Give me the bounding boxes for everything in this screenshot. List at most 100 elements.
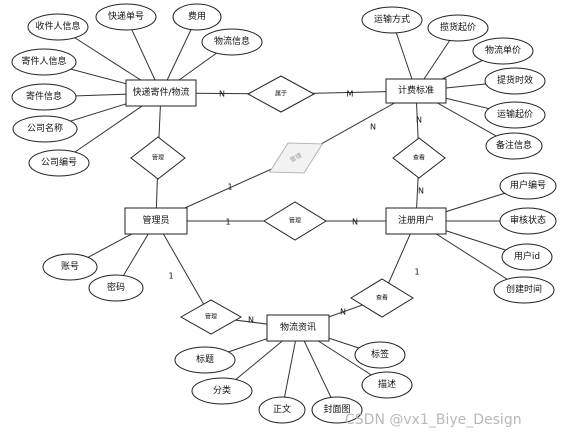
entity-box: 注册用户 <box>385 207 447 235</box>
relationship-shape <box>130 136 186 180</box>
cardinality-label: 1 <box>168 272 173 281</box>
entity-box: 物流资讯 <box>266 314 330 342</box>
attribute-ellipse: 公司名称 <box>12 115 78 143</box>
attribute-ellipse: 密码 <box>88 274 144 302</box>
attribute-ellipse: 公司编号 <box>28 149 90 177</box>
attribute-shape <box>11 83 77 111</box>
cardinality-label: N <box>352 218 358 227</box>
cardinality-label: M <box>347 90 354 99</box>
relationship-shape <box>350 278 414 318</box>
attribute-ellipse: 审核状态 <box>499 207 557 235</box>
attribute-ellipse: 物流信息 <box>201 28 263 56</box>
entity-shape <box>124 207 188 235</box>
attribute-label: 快递单号 <box>108 10 144 22</box>
attribute-ellipse: 寄件信息 <box>11 83 77 111</box>
relationship-shape <box>268 142 324 174</box>
cardinality-label: N <box>219 90 225 99</box>
cardinality-label: N <box>340 308 346 317</box>
attribute-label: 揽货起价 <box>440 21 476 33</box>
attribute-shape <box>484 101 546 129</box>
relationship-label: 管理 <box>152 154 164 162</box>
attribute-shape <box>485 132 543 160</box>
attribute-label: 费用 <box>188 10 206 22</box>
attribute-shape <box>361 371 413 399</box>
attribute-ellipse: 正文 <box>258 396 306 424</box>
entity-shape <box>266 314 330 342</box>
attribute-label: 用户id <box>514 250 540 262</box>
entity-shape <box>385 207 447 235</box>
attribute-ellipse: 标题 <box>174 346 236 374</box>
attribute-label: 运输起价 <box>497 108 533 120</box>
cardinality-label: N <box>370 123 376 132</box>
relationship-diamond: 管理 <box>263 201 327 241</box>
attribute-label: 收件人信息 <box>35 20 80 32</box>
attribute-ellipse: 收件人信息 <box>27 13 89 41</box>
cardinality-label: 1 <box>414 268 419 277</box>
relationship-diamond: 查看 <box>392 137 446 179</box>
attribute-shape <box>11 48 77 76</box>
relationship-label: 查看 <box>413 154 425 162</box>
attribute-shape <box>172 3 222 31</box>
attribute-ellipse: 封面图 <box>311 396 363 424</box>
entity-label: 快递寄件/物流 <box>132 86 189 98</box>
attribute-shape <box>28 149 90 177</box>
watermark: CSDN @vx1_Biye_Design <box>345 412 522 428</box>
attribute-ellipse: 揽货起价 <box>427 14 489 42</box>
cardinality-label: N <box>418 187 424 196</box>
relationship-shape <box>246 75 316 113</box>
relationship-shape <box>263 201 327 241</box>
attribute-label: 物流单价 <box>485 44 521 56</box>
relationship-shape <box>392 137 446 179</box>
entity-box: 管理员 <box>124 207 188 235</box>
attribute-label: 正文 <box>273 403 291 415</box>
entity-label: 管理员 <box>142 214 169 226</box>
attribute-ellipse: 标签 <box>354 341 406 369</box>
entity-box: 快递寄件/物流 <box>125 79 197 107</box>
attribute-shape <box>501 243 553 271</box>
attribute-connector <box>297 327 338 411</box>
relationship-diamond: 管理 <box>179 299 243 335</box>
attribute-shape <box>472 37 534 65</box>
cardinality-label: N <box>248 316 254 325</box>
attribute-ellipse: 账号 <box>42 253 98 281</box>
attribute-label: 分类 <box>213 384 231 396</box>
attribute-label: 封面图 <box>323 403 350 415</box>
relationship-diamond: 查看 <box>350 278 414 318</box>
attribute-label: 标题 <box>196 353 214 365</box>
relationship-connector <box>155 220 212 318</box>
attribute-ellipse: 运输起价 <box>484 101 546 129</box>
attribute-ellipse: 运输方式 <box>361 6 423 34</box>
relationship-label: 查看 <box>376 294 388 302</box>
cardinality-label: 1 <box>227 183 232 192</box>
attribute-shape <box>88 274 144 302</box>
attribute-connector <box>281 327 299 411</box>
attribute-shape <box>427 14 489 42</box>
attribute-ellipse: 描述 <box>361 371 413 399</box>
attributes-layer: 收件人信息快递单号费用物流信息寄件人信息寄件信息公司名称公司编号运输方式揽货起价… <box>11 3 557 424</box>
relationship-diamond: 属于 <box>246 75 316 113</box>
entity-shape <box>125 79 197 107</box>
attribute-ellipse: 用户id <box>501 243 553 271</box>
attribute-label: 审核状态 <box>510 214 546 226</box>
attribute-label: 账号 <box>61 261 79 272</box>
attribute-ellipse: 提货时效 <box>484 67 546 95</box>
attribute-shape <box>354 341 406 369</box>
attribute-label: 物流信息 <box>214 35 250 47</box>
attribute-label: 寄件信息 <box>26 90 62 102</box>
attribute-ellipse: 备注信息 <box>485 132 543 160</box>
relationship-shape <box>179 299 243 335</box>
entity-label: 计费标准 <box>398 84 434 96</box>
attribute-shape <box>484 67 546 95</box>
attribute-ellipse: 费用 <box>172 3 222 31</box>
attribute-shape <box>499 207 557 235</box>
attribute-ellipse: 快递单号 <box>95 3 157 31</box>
attribute-label: 创建时间 <box>506 283 542 295</box>
attribute-ellipse: 分类 <box>191 377 253 405</box>
relationship-label: 管理 <box>205 313 217 321</box>
attribute-shape <box>499 172 557 200</box>
relationship-diamond: 管理 <box>130 136 186 180</box>
